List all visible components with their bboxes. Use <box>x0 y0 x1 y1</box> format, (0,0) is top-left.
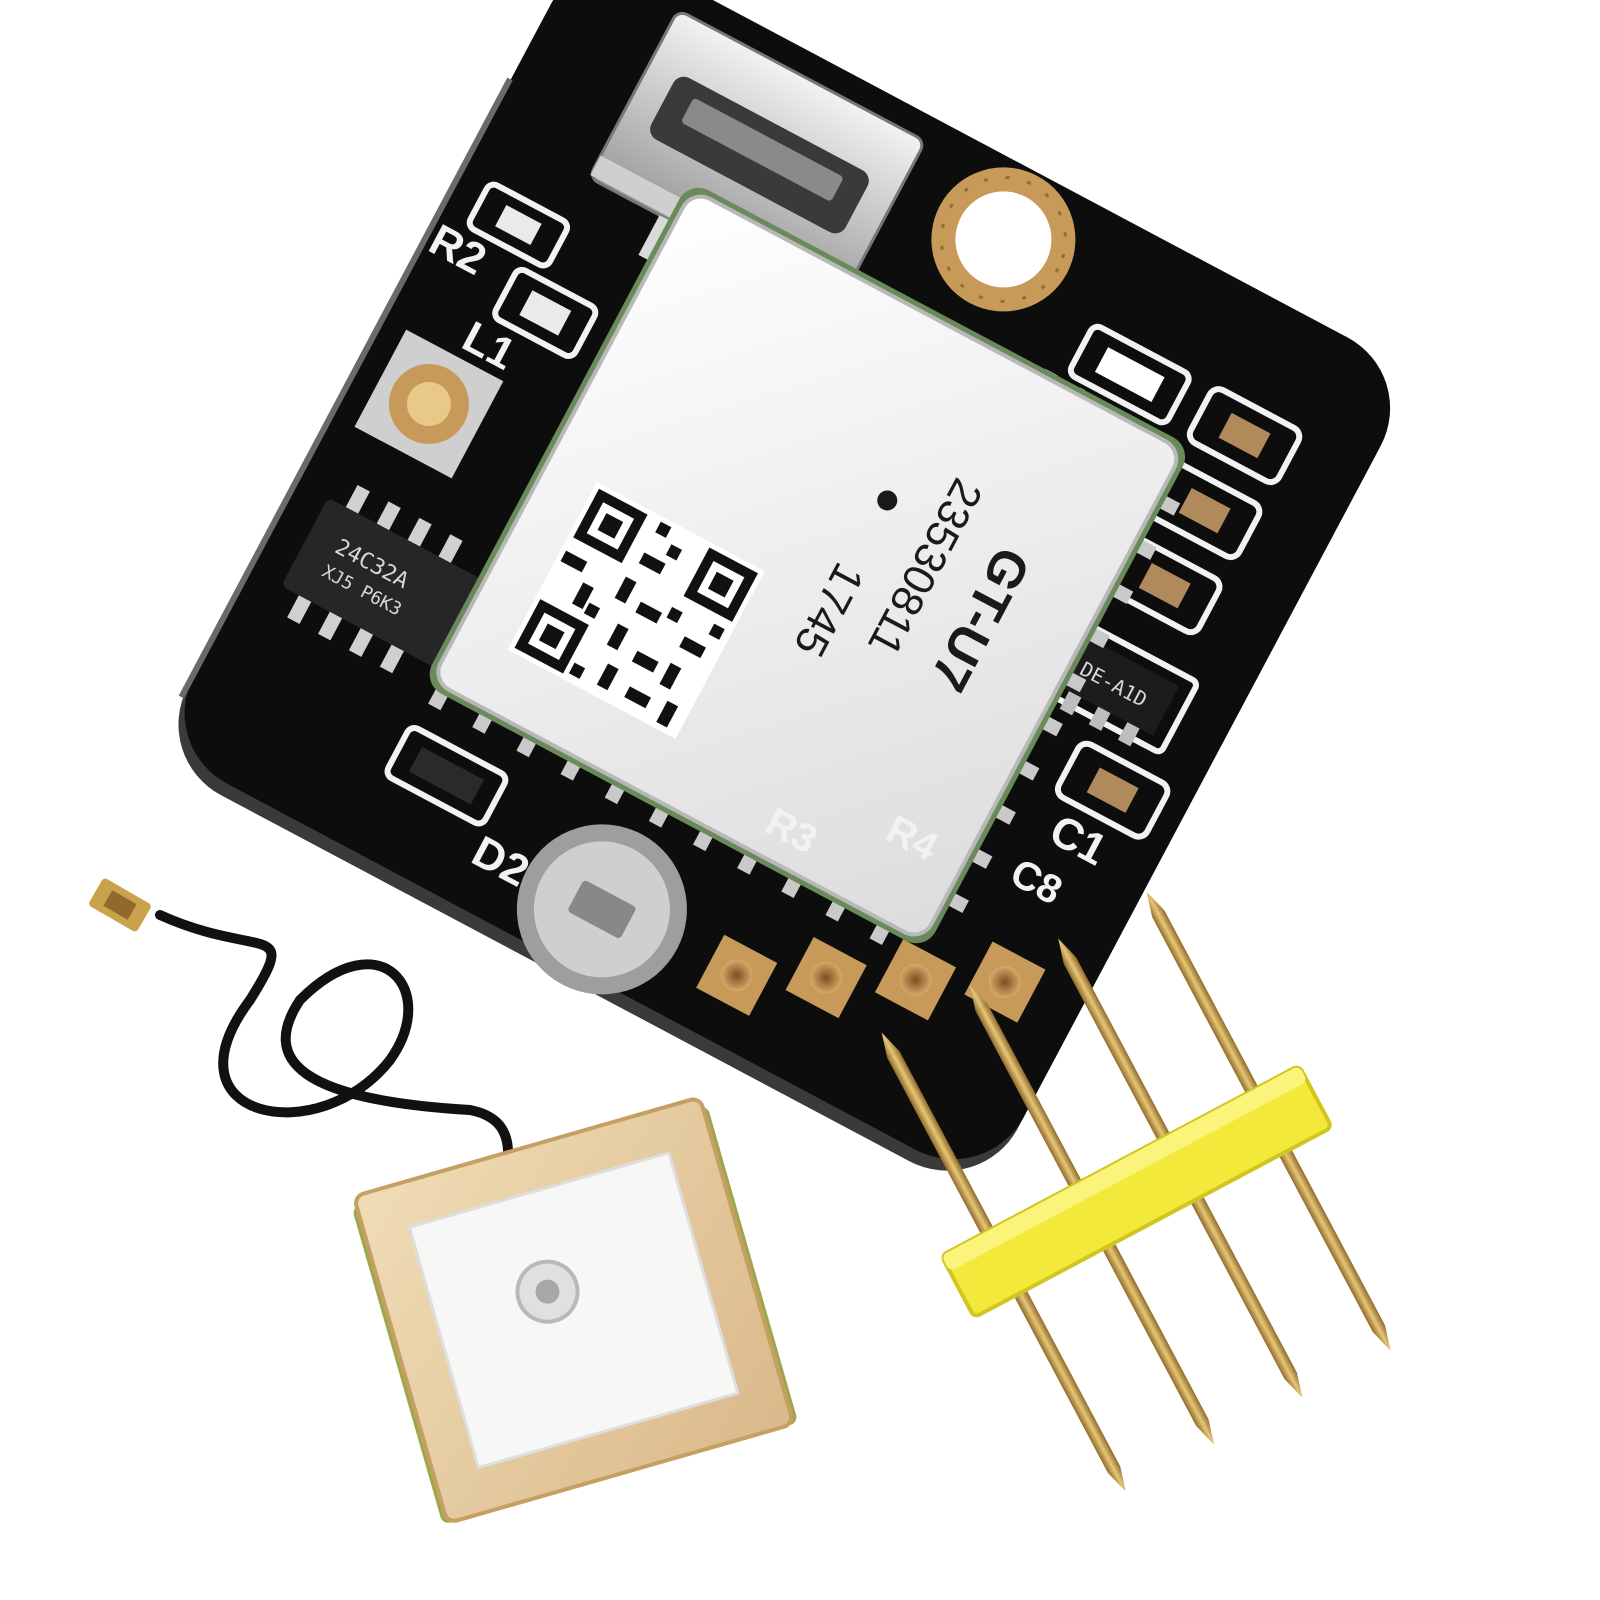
resistor-r2 <box>466 181 571 269</box>
pcb-edge-ticks <box>178 77 513 699</box>
led-d1 <box>1067 323 1192 426</box>
pcb-board: + D1 R1 C1 DE-A1D R2 <box>178 0 1391 1171</box>
diode-d2 <box>384 724 509 827</box>
ufl-plug-icon <box>89 878 151 932</box>
antenna-cable <box>89 878 514 1215</box>
mounting-hole <box>931 167 1076 312</box>
antenna-icon <box>353 1097 797 1523</box>
backup-battery <box>516 824 687 995</box>
header-pads <box>696 934 1046 1023</box>
qr-code-icon <box>507 482 765 739</box>
inductor-l1 <box>492 266 599 359</box>
eeprom-chip: 24C32A XJ5 P6K3 <box>283 484 485 674</box>
gps-module-shield: GT-U7 23530811 1745 <box>428 187 1186 945</box>
header-pins-icon <box>881 891 1391 1492</box>
ufl-antenna-connector <box>354 329 504 479</box>
